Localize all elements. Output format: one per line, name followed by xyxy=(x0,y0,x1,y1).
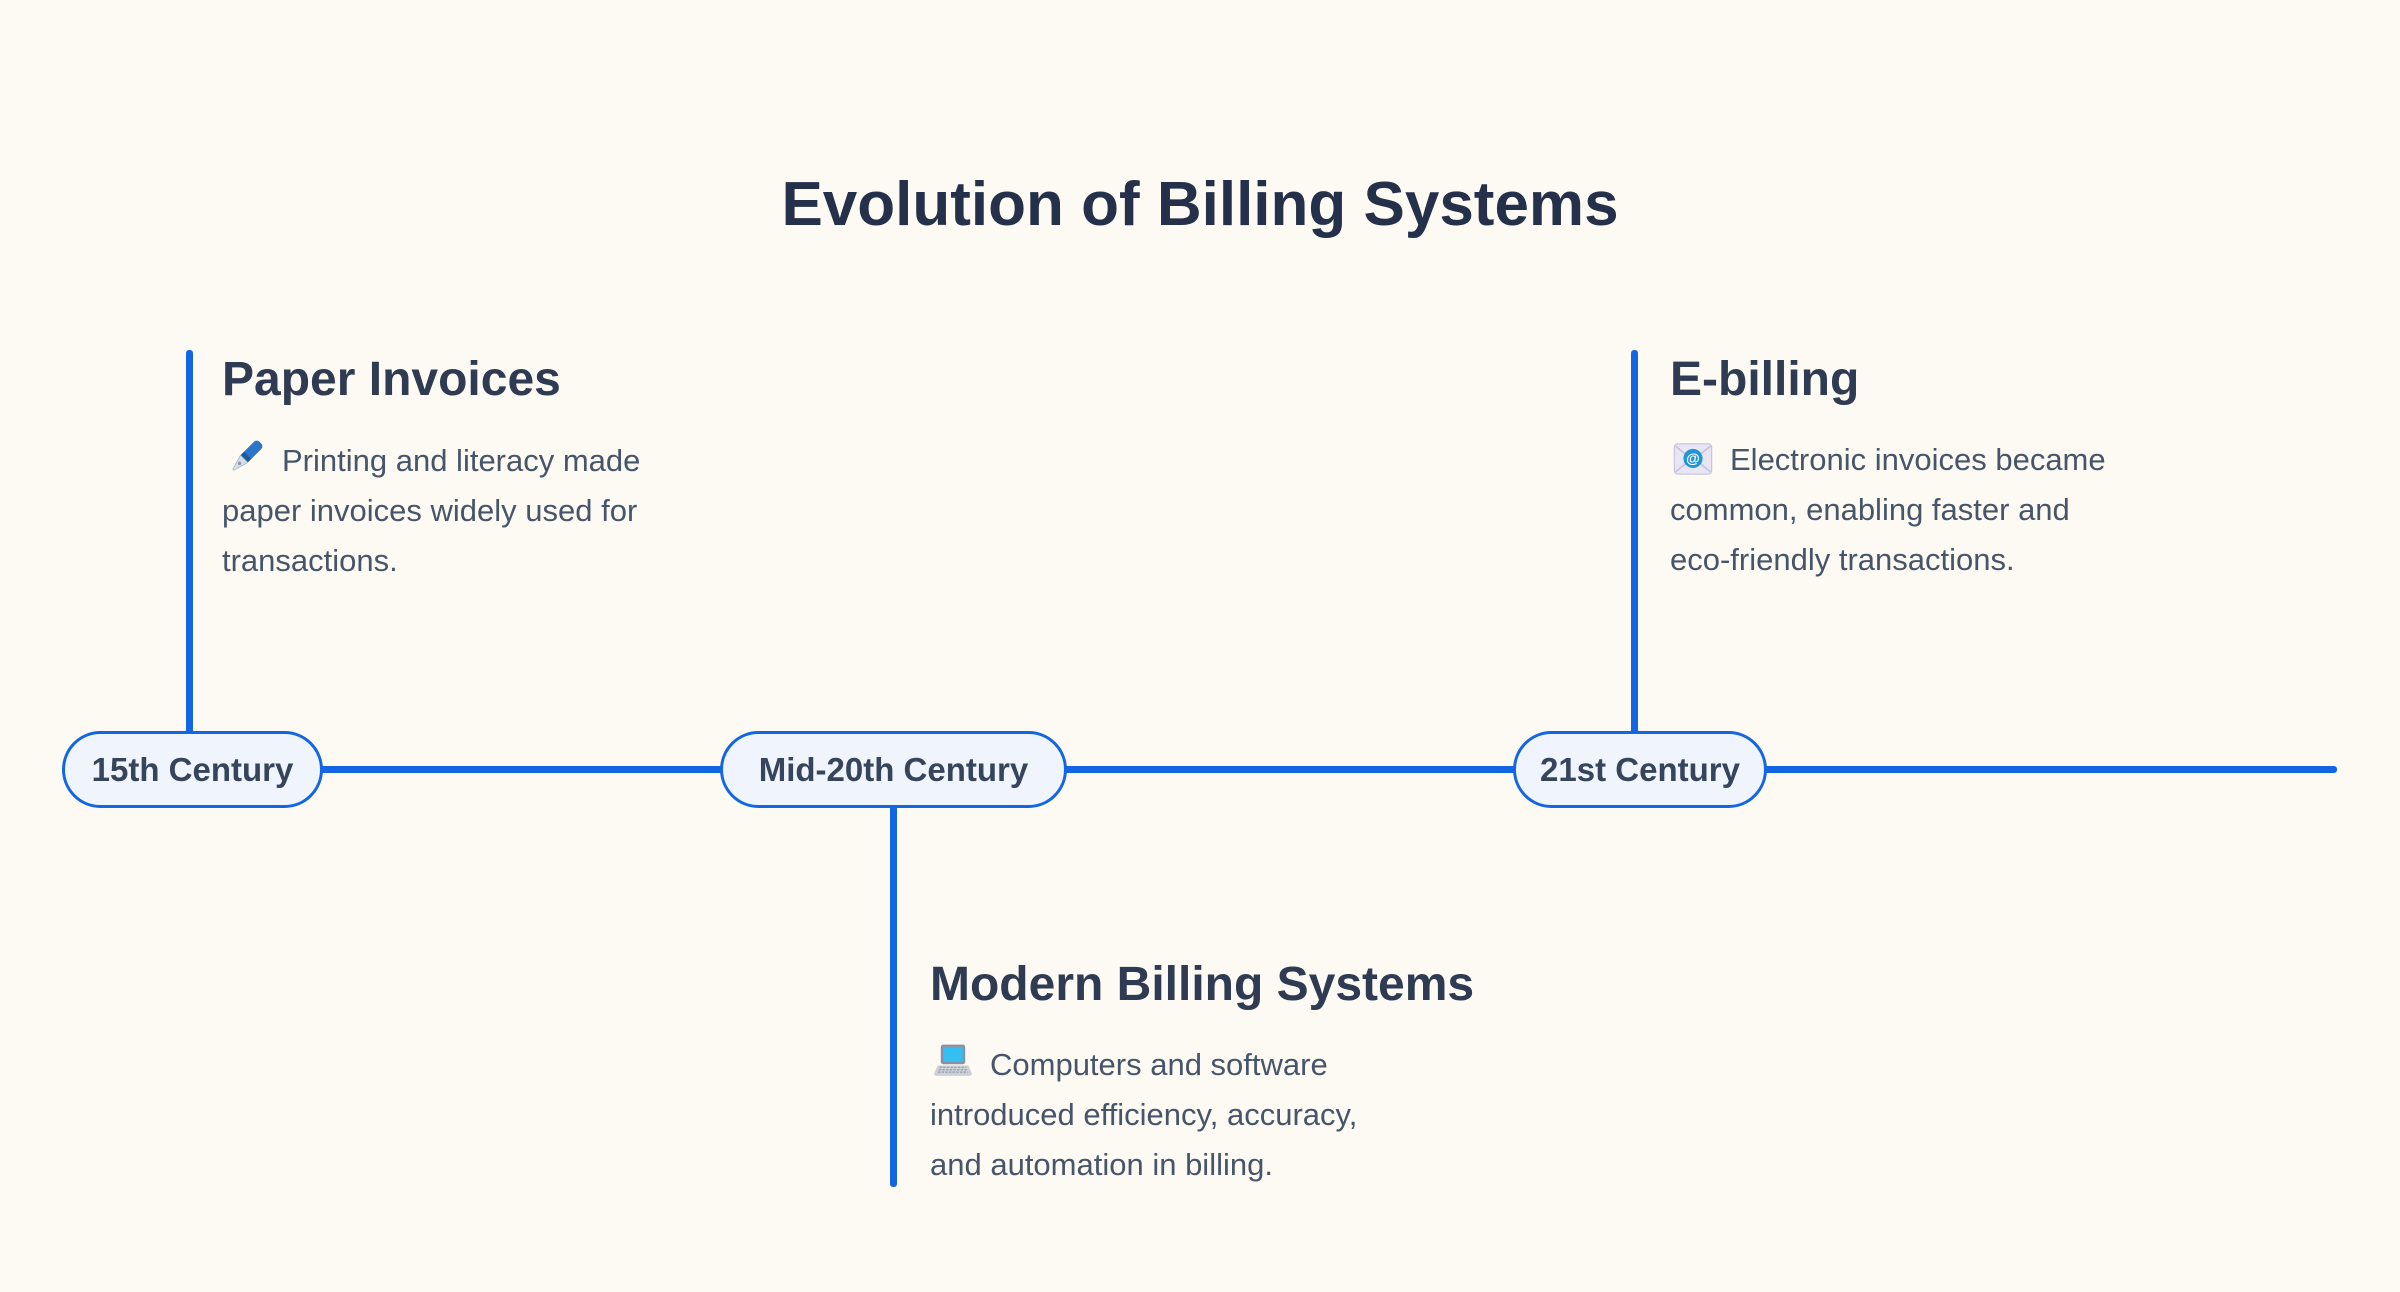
timeline-node-mid-20th-century: Mid-20th Century xyxy=(720,731,1067,808)
timeline-node-label: 15th Century xyxy=(91,750,294,788)
timeline-node-label: 21st Century xyxy=(1540,750,1740,788)
milestone-description-text: Electronic invoices became common, enabl… xyxy=(1670,442,2106,578)
fountain-pen-icon xyxy=(222,435,268,481)
milestone-paper-invoices: Paper Invoices Printing and literacy mad… xyxy=(222,352,782,586)
milestone-description: Printing and literacy made paper invoice… xyxy=(222,435,782,586)
timeline-axis xyxy=(100,766,2337,773)
timeline-node-21st-century: 21st Century xyxy=(1513,731,1767,808)
milestone-e-billing: E-billing @ Electronic invoices became c… xyxy=(1670,352,2230,585)
milestone-title: Modern Billing Systems xyxy=(930,958,1475,1011)
milestone-description-text: Printing and literacy made paper invoice… xyxy=(222,443,641,579)
page-title: Evolution of Billing Systems xyxy=(781,170,1619,239)
milestone-description: @ Electronic invoices became common, ena… xyxy=(1670,435,2230,585)
milestone-title: E-billing xyxy=(1670,353,1860,406)
email-icon: @ xyxy=(1670,438,1716,480)
svg-text:@: @ xyxy=(1686,450,1700,466)
timeline-node-label: Mid-20th Century xyxy=(758,750,1029,788)
connector-e-billing xyxy=(1631,350,1638,770)
timeline-node-15th-century: 15th Century xyxy=(62,731,323,808)
connector-paper-invoices xyxy=(186,350,193,770)
laptop-icon xyxy=(930,1041,976,1085)
milestone-modern-billing-systems: Modern Billing Systems Computers and sof… xyxy=(930,957,1490,1190)
milestone-description-text: Computers and software introduced effici… xyxy=(930,1047,1358,1183)
milestone-title: Paper Invoices xyxy=(222,353,561,406)
milestone-description: Computers and software introduced effici… xyxy=(930,1040,1490,1190)
connector-modern-billing xyxy=(890,769,897,1187)
